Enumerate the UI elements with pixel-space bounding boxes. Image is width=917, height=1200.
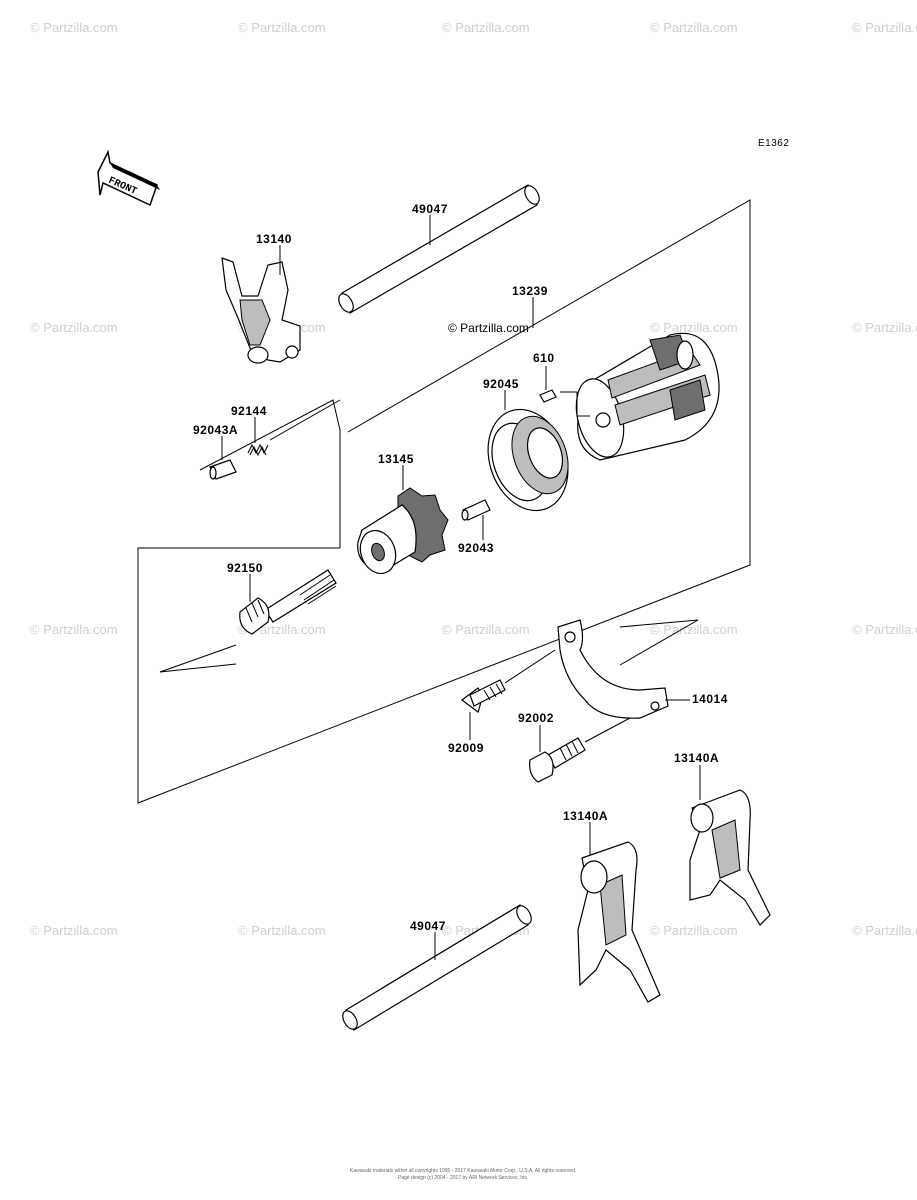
watermark: © Partzilla.com [852,622,917,637]
pin-610 [539,389,557,403]
part-label: 13239 [512,284,548,298]
part-label: 49047 [410,919,446,933]
front-arrow-icon: FRONT [97,149,160,207]
watermark: © Partzilla.com [30,622,118,637]
part-label: 13140 [256,232,292,246]
part-label: 14014 [692,692,728,706]
part-label: 13145 [378,452,414,466]
cam-13145 [357,487,449,575]
spring-92144 [247,443,269,457]
watermark: © Partzilla.com [650,20,738,35]
part-label: 92043A [193,423,238,437]
footer-copyright: Kawasaki materials within all copyrights… [350,1168,576,1174]
diagram-code: E1362 [758,138,789,149]
shift-fork-13140 [221,257,301,364]
part-label: 13140A [563,809,608,823]
watermark: © Partzilla.com [442,622,530,637]
watermark: © Partzilla.com [442,20,530,35]
watermark: © Partzilla.com [238,923,326,938]
watermark: © Partzilla.com [238,20,326,35]
part-label: 610 [533,351,555,365]
watermark: © Partzilla.com [650,320,738,335]
shift-rod-bottom [342,904,532,1031]
part-label: 13140A [674,751,719,765]
watermark: © Partzilla.com [650,923,738,938]
pin-92043a [209,459,237,480]
footer-design: Page design (c) 2004 - 2017 by ARI Netwo… [398,1175,528,1181]
watermark: © Partzilla.com [852,320,917,335]
part-label: 92043 [458,541,494,555]
part-label: 49047 [412,202,448,216]
watermark: © Partzilla.com [852,20,917,35]
watermark-dark: © Partzilla.com [448,321,529,335]
part-label: 92002 [518,711,554,725]
part-label: 92150 [227,561,263,575]
part-label: 92144 [231,404,267,418]
assembly-outline [137,199,751,804]
bolt-92150 [239,569,337,635]
shift-drum-13239 [575,332,720,461]
watermark: © Partzilla.com [30,20,118,35]
part-label: 92009 [448,741,484,755]
watermark: © Partzilla.com [30,320,118,335]
part-label: 92045 [483,377,519,391]
pin-92043 [461,499,491,521]
bolt-92002 [529,737,586,783]
watermark: © Partzilla.com [650,622,738,637]
shift-rod-top [338,184,540,314]
plate-14014 [557,619,669,719]
watermarks: © Partzilla.com © Partzilla.com © Partzi… [30,20,917,938]
watermark: © Partzilla.com [30,923,118,938]
shift-fork-13140a-mid [577,841,661,1003]
screw-92009 [461,679,506,713]
shift-fork-13140a-right [689,789,771,926]
watermark: © Partzilla.com [852,923,917,938]
bearing-92045 [487,408,569,512]
